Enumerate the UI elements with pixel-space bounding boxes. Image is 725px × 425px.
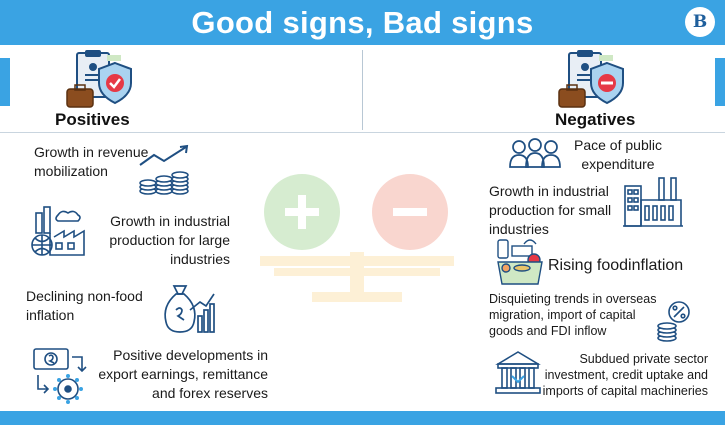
positive-item-1-line-1: Growth in revenue — [34, 144, 149, 160]
negative-item-2: Growth in industrial production for smal… — [489, 182, 611, 239]
negative-item-4-line-3: goods and FDI inflow — [489, 324, 607, 338]
positive-item-3: Declining non-food inflation — [26, 287, 143, 325]
header-divider — [0, 132, 725, 133]
factory-icon — [28, 203, 86, 259]
page-title: Good signs, Bad signs — [191, 5, 534, 40]
left-accent-tab — [0, 58, 10, 106]
negatives-heading: Negatives — [555, 110, 636, 129]
currency-exchange-icon — [28, 345, 90, 407]
negative-item-1-line-1: Pace of public — [574, 137, 662, 153]
positives-heading: Positives — [55, 110, 130, 129]
negative-item-2-line-1: Growth in industrial — [489, 183, 609, 199]
negative-item-5-line-2: investment, credit uptake and — [544, 368, 708, 382]
negative-item-4-line-2: migration, import of capital — [489, 308, 636, 322]
positive-item-4-line-3: and forex reserves — [152, 385, 268, 401]
positive-item-4-line-2: export earnings, remittance — [98, 366, 268, 382]
positive-item-1: Growth in revenue mobilization — [34, 143, 148, 181]
negative-item-1-line-2: expenditure — [581, 156, 655, 172]
clipboard-shield-minus-icon — [555, 49, 633, 111]
bank-icon — [494, 350, 542, 396]
positive-item-1-line-2: mobilization — [34, 163, 108, 179]
negative-item-3: Rising foodinflation — [548, 256, 683, 275]
money-bag-chart-icon — [160, 280, 218, 336]
column-divider — [362, 50, 363, 130]
negative-item-4-line-1: Disquieting trends in overseas — [489, 292, 657, 306]
people-group-icon — [508, 137, 562, 171]
negative-item-5: Subdued private sector investment, credi… — [530, 351, 708, 399]
clipboard-shield-check-icon — [63, 49, 141, 111]
negative-item-5-line-3: imports of capital machineries — [542, 384, 708, 398]
percent-coins-icon — [655, 300, 695, 342]
positive-item-2-line-3: industries — [170, 251, 230, 267]
negative-item-4: Disquieting trends in overseas migration… — [489, 291, 656, 339]
negative-item-2-line-2: production for small — [489, 202, 612, 218]
balance-scale-icon — [252, 170, 462, 320]
positive-item-4: Positive developments in export earnings… — [82, 346, 268, 403]
bottom-bar — [0, 411, 725, 425]
grocery-icon — [494, 238, 546, 286]
negative-item-5-line-1: Subdued private sector — [579, 352, 708, 366]
positive-item-2-line-2: production for large — [109, 232, 230, 248]
title-bar — [0, 0, 725, 45]
positive-item-2: Growth in industrial production for larg… — [88, 212, 230, 269]
small-factory-icon — [621, 176, 685, 228]
positive-item-4-line-1: Positive developments in — [113, 347, 268, 363]
brand-logo: B — [685, 7, 715, 37]
negative-item-1: Pace of public expenditure — [574, 136, 662, 174]
positive-item-3-line-1: Declining non-food — [26, 288, 143, 304]
negative-item-2-line-3: industries — [489, 221, 549, 237]
positive-item-2-line-1: Growth in industrial — [110, 213, 230, 229]
negative-item-3-line-1: Rising foodinflation — [548, 257, 684, 274]
coins-growth-icon — [136, 143, 194, 195]
positive-item-3-line-2: inflation — [26, 307, 75, 323]
right-accent-tab — [715, 58, 725, 106]
